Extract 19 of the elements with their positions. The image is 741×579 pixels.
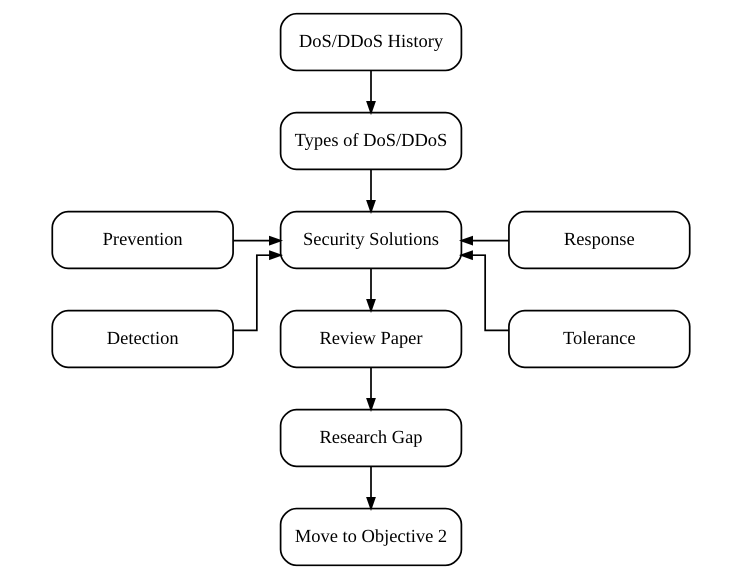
arrow [366, 170, 376, 214]
node-box: Security Solutions [279, 210, 462, 270]
node-box: Research Gap [279, 408, 462, 468]
node-box: Review Paper [279, 310, 462, 368]
node-box: Response [508, 210, 690, 270]
node-box: Prevention [50, 210, 234, 270]
arrow [232, 250, 283, 332]
node-box: Move to Objective 2 [279, 508, 462, 566]
node-box: DoS/DDoS History [279, 12, 462, 72]
arrow [366, 70, 376, 116]
node-box: Detection [50, 310, 234, 368]
arrow [233, 236, 283, 246]
arrow [458, 250, 508, 332]
node-box: Tolerance [508, 310, 690, 368]
arrow [366, 466, 376, 511]
arrow [366, 368, 376, 412]
node-box: Types of DoS/DDoS [279, 112, 462, 170]
arrow [366, 268, 376, 314]
arrow [458, 236, 508, 246]
